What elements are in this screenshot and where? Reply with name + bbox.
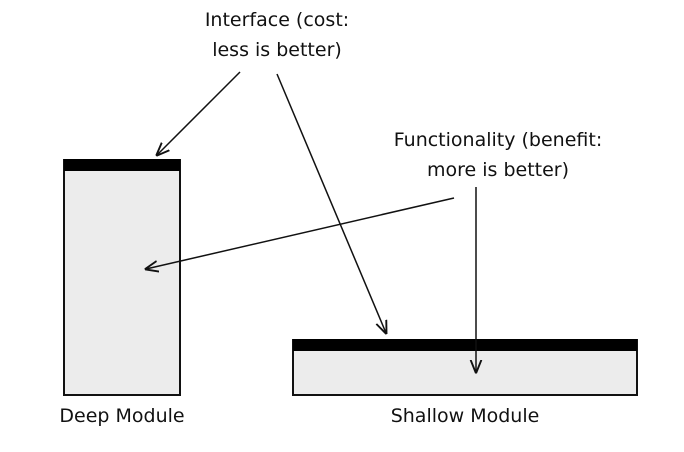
- shallow-module-label: Shallow Module: [390, 405, 540, 427]
- functionality-label-line1: Functionality (benefit:: [393, 129, 603, 151]
- arrow-interface-to-shallow: [276, 73, 386, 333]
- deep-module-label: Deep Module: [59, 405, 185, 427]
- arrow-functionality-to-deep: [146, 197, 455, 269]
- deep-module-interface-bar: [64, 159, 180, 171]
- functionality-label-line2: more is better): [426, 159, 570, 181]
- shallow-module-interface-bar: [293, 339, 637, 351]
- interface-label-line2: less is better): [212, 39, 342, 61]
- deep-module-body: [63, 159, 181, 396]
- interface-label-line1: Interface (cost:: [204, 9, 350, 31]
- arrow-interface-to-deep: [157, 71, 241, 155]
